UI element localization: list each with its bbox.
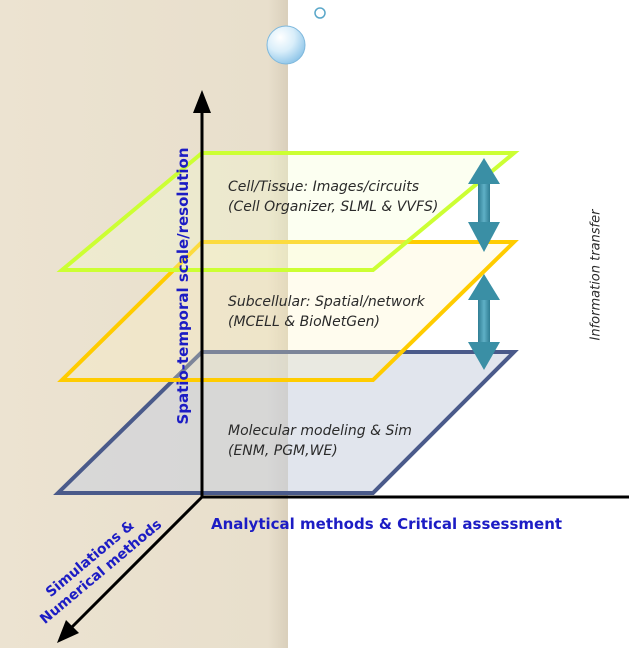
middle-layer-text: Subcellular: Spatial/network (MCELL & Bi… — [228, 292, 425, 332]
bottom-layer-line2: (ENM, PGM,WE) — [228, 443, 338, 459]
transfer-arrow-lower — [468, 274, 500, 370]
horizontal-axis-label: Analytical methods & Critical assessment — [211, 515, 563, 533]
top-layer-text: Cell/Tissue: Images/circuits (Cell Organ… — [228, 177, 438, 217]
bottom-layer-line1: Molecular modeling & Sim — [228, 423, 412, 439]
bottom-layer-text: Molecular modeling & Sim (ENM, PGM,WE) — [228, 421, 412, 461]
large-bubble — [266, 25, 306, 65]
diagonal-axis-arrowhead — [57, 620, 79, 643]
information-transfer-label: Information transfer — [588, 209, 604, 341]
vertical-axis-label: Spatio-temporal scale/resolution — [174, 147, 192, 425]
middle-layer-line1: Subcellular: Spatial/network — [228, 294, 425, 310]
top-layer-line1: Cell/Tissue: Images/circuits — [228, 179, 420, 195]
left-panel — [0, 0, 288, 648]
middle-plane — [57, 240, 519, 382]
diagonal-axis — [70, 495, 204, 629]
top-layer-line2: (Cell Organizer, SLML & VVFS) — [228, 199, 439, 215]
bottom-plane — [53, 350, 519, 495]
middle-layer-line2: (MCELL & BioNetGen) — [228, 314, 381, 330]
vertical-axis-arrowhead — [193, 90, 211, 113]
small-bubble — [314, 7, 326, 19]
top-plane — [56, 151, 520, 272]
transfer-arrow-upper — [468, 158, 500, 252]
